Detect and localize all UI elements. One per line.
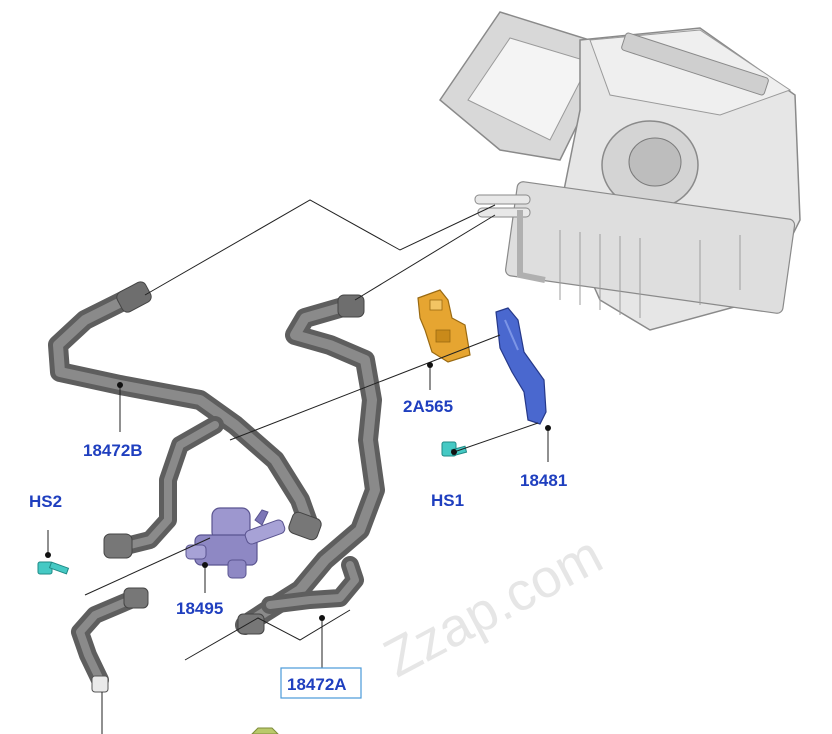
callout-hs1[interactable]: HS1 (431, 491, 464, 510)
heater-hose-18472b (48, 281, 322, 559)
hvac-unit (438, 11, 801, 331)
leader-lines (47, 199, 549, 734)
callout-18472a[interactable]: 18472A (287, 675, 347, 694)
callout-18495[interactable]: 18495 (176, 599, 223, 618)
partial-part (251, 727, 279, 734)
callout-box-18472a (280, 667, 362, 699)
callout-2a565[interactable]: 2A565 (403, 397, 453, 416)
callout-18481[interactable]: 18481 (520, 471, 567, 490)
lower-hose-stub (71, 587, 149, 693)
heater-hose-18472a (235, 294, 385, 635)
screw-hs2 (37, 561, 70, 575)
valve-18495 (185, 507, 286, 579)
leader-dots (45, 362, 551, 621)
callout-18472b[interactable]: 18472B (83, 441, 143, 460)
bracket-2a565 (417, 289, 471, 363)
bracket-18481 (495, 307, 547, 425)
callout-hs2[interactable]: HS2 (29, 492, 62, 511)
watermark: Zzap.com (374, 524, 611, 688)
